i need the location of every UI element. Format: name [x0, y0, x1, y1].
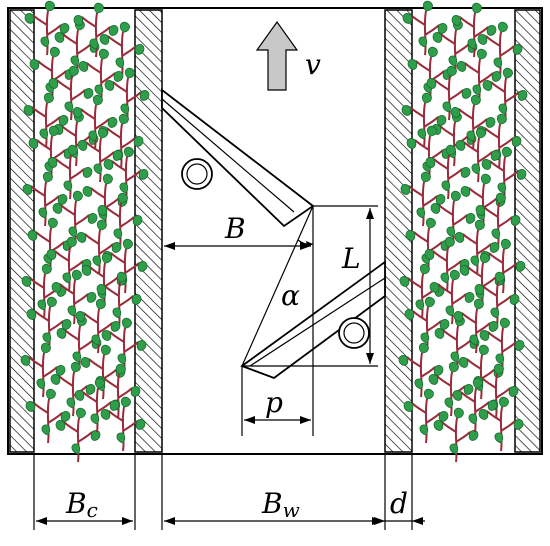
label-L: L	[341, 242, 361, 275]
dim-p-arrow-left	[244, 416, 255, 424]
dim-Bc-arrow-left	[36, 517, 47, 525]
label-Bw: Bw	[261, 487, 300, 522]
label-B: B	[224, 212, 246, 245]
label-Bc: Bc	[65, 487, 98, 522]
label-d: d	[390, 487, 408, 520]
label-alpha: α	[281, 279, 300, 312]
pipe-icon	[181, 158, 213, 190]
dim-B-arrow-right	[300, 242, 311, 250]
deflector-upper	[161, 88, 315, 228]
deflector-upper-face	[161, 98, 295, 213]
pipe-icon	[338, 317, 370, 349]
dim-d-arrow-left	[374, 517, 385, 525]
diagonal-tip-to-tip	[241, 205, 314, 367]
dim-L-arrow-bottom	[366, 353, 374, 364]
wall-left-inner	[134, 9, 163, 453]
dim-p-arrow-right	[300, 416, 311, 424]
deflector-lower-face	[249, 277, 386, 367]
dim-B-arrow-left	[164, 242, 175, 250]
velocity-label: v	[305, 48, 321, 81]
arrow-up-icon	[255, 20, 299, 91]
dim-d-arrow-right	[412, 517, 423, 525]
label-p: p	[265, 386, 283, 419]
dim-Bc-arrow-right	[122, 517, 133, 525]
dim-Bw-arrow-left	[164, 517, 175, 525]
dim-L-arrow-top	[366, 208, 374, 219]
wall-right-outer	[514, 9, 541, 453]
